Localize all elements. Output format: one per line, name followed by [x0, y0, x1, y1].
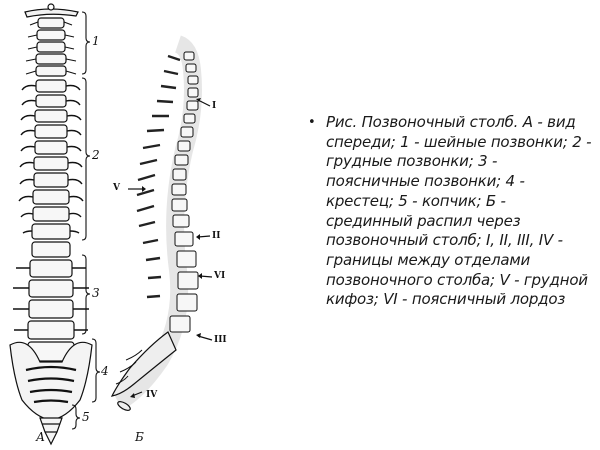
caption-item: • Рис. Позвоночный столб. А - вид сперед… — [308, 113, 593, 310]
spine-figure: 1 2 3 4 5 I V II VI III IV А Б — [0, 0, 290, 450]
caption-list: • Рис. Позвоночный столб. А - вид сперед… — [308, 113, 593, 310]
section-label-thoracic: 2 — [92, 148, 100, 162]
marker-III: III — [214, 335, 227, 345]
figure-caption: • Рис. Позвоночный столб. А - вид сперед… — [308, 113, 593, 310]
marker-VI: VI — [214, 271, 226, 281]
marker-IV: IV — [146, 390, 158, 400]
marker-II: II — [212, 231, 221, 241]
spine-illustration — [9, 3, 213, 446]
caption-text: Рис. Позвоночный столб. А - вид спереди;… — [326, 113, 592, 309]
section-label-sacrum: 4 — [101, 364, 109, 378]
view-label-a: А — [36, 430, 46, 444]
section-label-coccyx: 5 — [82, 410, 90, 424]
view-label-b: Б — [135, 430, 144, 444]
section-label-cervical: 1 — [92, 34, 100, 48]
marker-I: I — [212, 101, 217, 111]
section-label-lumbar: 3 — [92, 286, 100, 300]
marker-V: V — [113, 183, 120, 193]
bullet-icon: • — [308, 115, 316, 130]
